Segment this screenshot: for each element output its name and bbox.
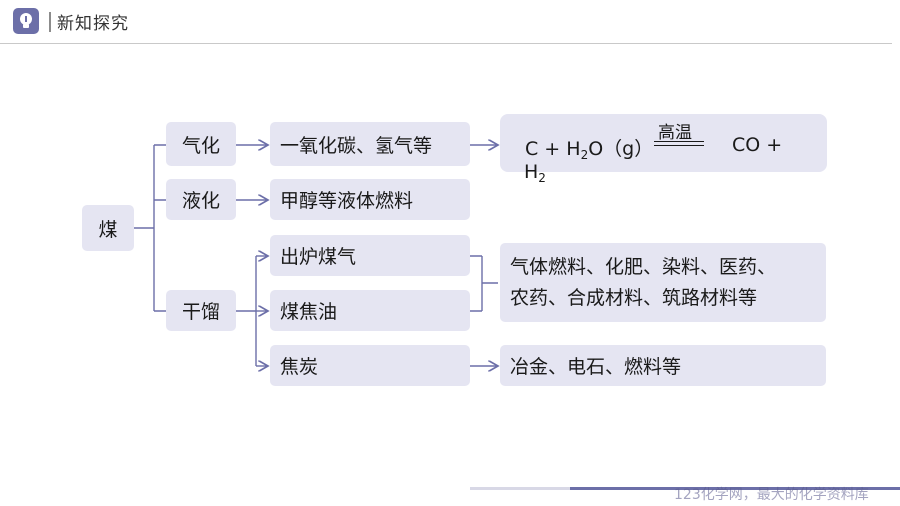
line-uses-bracket	[470, 255, 498, 312]
uses-line-2: 农药、合成材料、筑路材料等	[510, 286, 758, 309]
node-co-h2: 一氧化碳、氢气等	[270, 122, 470, 166]
formula-lhs: C + H2O（g）	[525, 138, 654, 162]
page-title: 新知探究	[57, 14, 129, 34]
formula-equals-bottom	[654, 145, 704, 146]
node-coal-gas: 出炉煤气	[270, 235, 470, 276]
footer-watermark: 123化学网，最大的化学资料库	[674, 487, 869, 503]
node-gasify: 气化	[166, 122, 236, 166]
node-coal-tar: 煤焦油	[270, 290, 470, 331]
formula-equals-top	[654, 141, 704, 142]
line-root-to-level1	[134, 144, 166, 312]
node-dry-distillation: 干馏	[166, 290, 236, 331]
header-divider	[0, 43, 892, 44]
node-coke: 焦炭	[270, 345, 470, 386]
formula-condition: 高温	[658, 123, 692, 143]
footer-line-accent	[570, 487, 900, 490]
node-coke-uses: 冶金、电石、燃料等	[500, 345, 826, 386]
line-dry-branches	[236, 256, 257, 366]
lightbulb-icon	[13, 8, 39, 34]
formula-rhs-h2: H2	[524, 161, 546, 185]
node-coal: 煤	[82, 205, 134, 251]
uses-line-1: 气体燃料、化肥、染料、医药、	[510, 255, 777, 278]
node-liquefy: 液化	[166, 179, 236, 220]
formula-box: C + H2O（g） 高温 CO + H2	[500, 114, 827, 185]
node-gas-tar-uses: 气体燃料、化肥、染料、医药、 农药、合成材料、筑路材料等	[500, 243, 826, 322]
header-separator	[49, 12, 51, 32]
node-methanol: 甲醇等液体燃料	[270, 179, 470, 220]
header: 新知探究	[0, 0, 900, 46]
formula-rhs: CO +	[732, 134, 783, 156]
